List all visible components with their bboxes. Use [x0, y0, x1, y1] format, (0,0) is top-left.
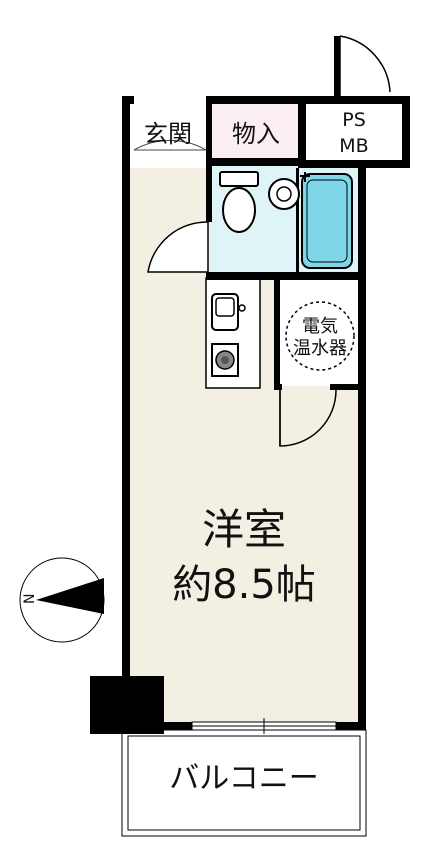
compass: N	[19, 557, 105, 643]
storage-floor	[210, 100, 302, 158]
storage-label: 物入	[232, 120, 280, 148]
compass-needle-icon	[36, 578, 104, 614]
water-heater-label-1: 電気	[302, 316, 338, 337]
main-room-size-label: 約8.5帖	[172, 562, 316, 608]
wall-top	[206, 96, 408, 104]
ps-mb-floor	[306, 102, 402, 160]
wall-heater-left	[274, 278, 280, 390]
ps-door-swing	[339, 35, 391, 96]
balcony-inner-outline	[127, 735, 361, 831]
wall-right-upper	[402, 96, 410, 168]
balcony-outline	[121, 729, 367, 837]
wall-bottom-right	[336, 722, 366, 730]
wall-storage-bottom	[206, 158, 304, 166]
closet-door-swing	[279, 389, 337, 447]
wall-bath-left	[206, 164, 212, 222]
ps-label: PS	[342, 109, 366, 131]
washbasin	[268, 178, 300, 210]
pipe-shaft-block	[90, 676, 164, 734]
front-door-swing	[133, 139, 207, 151]
stove-burner-center	[221, 356, 229, 364]
main-room-label: 洋室	[202, 505, 286, 554]
compass-north-label: N	[22, 594, 38, 604]
wall-bath-bottom	[206, 272, 366, 280]
toilet-bowl	[222, 187, 256, 233]
bathroom-door-swing	[147, 221, 209, 273]
wall-storage-ps	[298, 96, 306, 168]
wall-toilet-divider	[296, 168, 299, 274]
balcony-label: バルコニー	[169, 761, 318, 796]
bathtub	[301, 173, 353, 269]
water-heater-label-2: 温水器	[293, 338, 347, 359]
wall-storage-left	[206, 96, 212, 164]
mb-label: MB	[339, 135, 368, 157]
wall-heater-bottom-right	[330, 384, 366, 390]
entrance-floor	[130, 104, 206, 168]
wall-heater-bottom	[274, 384, 282, 390]
faucet-icon	[300, 172, 310, 182]
sink-basin	[215, 297, 235, 317]
bathtub-inner	[306, 179, 348, 263]
entrance-label: 玄関	[144, 120, 192, 148]
toilet-tank	[219, 171, 259, 187]
water-heater-circle	[285, 301, 355, 371]
wall-ps-bottom	[300, 160, 410, 168]
sink	[211, 293, 239, 331]
wall-left	[122, 96, 130, 730]
washbasin-drain	[276, 186, 292, 202]
ps-door-frame	[334, 36, 340, 96]
sink-faucet-icon	[238, 304, 246, 312]
wall-right	[358, 160, 366, 730]
wall-top-left	[122, 96, 134, 104]
